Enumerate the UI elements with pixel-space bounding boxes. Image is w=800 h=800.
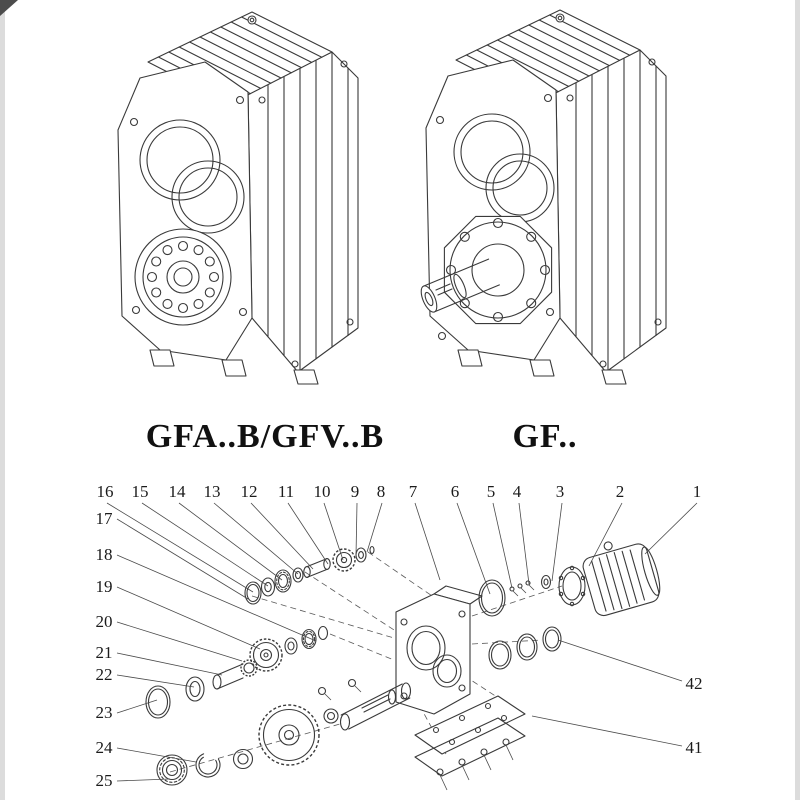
callout-number: 14 <box>169 482 187 501</box>
screw-parts <box>509 580 535 597</box>
motor-part <box>558 541 661 617</box>
callout-number: 41 <box>686 738 703 757</box>
callout-number: 25 <box>96 771 113 790</box>
gearbox-drawing-gfab <box>117 11 359 385</box>
input-gear <box>332 548 356 572</box>
output-shaft <box>339 682 412 731</box>
intermediate-gear <box>249 638 283 672</box>
bore-circle <box>139 119 221 201</box>
callout-number: 42 <box>686 674 703 693</box>
output-shaft <box>420 258 500 313</box>
bore-circle <box>171 160 245 234</box>
callout-number: 9 <box>351 482 360 501</box>
bearing-part <box>274 569 292 593</box>
callout-number: 8 <box>377 482 386 501</box>
output-shaft-parts <box>156 678 412 786</box>
eyebolt-part <box>603 541 613 551</box>
cover-plate-part <box>414 695 526 791</box>
gasket-part <box>414 717 526 777</box>
gearbox-drawing-gf <box>420 9 667 385</box>
circlip-part <box>195 752 221 778</box>
intermediate-shaft-parts <box>145 625 329 719</box>
callout-number: 23 <box>96 703 113 722</box>
alignment-dash-lines <box>169 551 563 773</box>
output-gear <box>258 704 320 766</box>
callout-number: 15 <box>132 482 149 501</box>
exploded-diagram: 16 15 14 13 12 11 10 9 8 7 6 5 4 3 2 1 1… <box>96 482 703 791</box>
callout-number: 7 <box>409 482 418 501</box>
callout-number: 18 <box>96 545 113 564</box>
gearbox-front-face <box>117 61 253 361</box>
callout-number: 22 <box>96 665 113 684</box>
callout-number: 19 <box>96 577 113 596</box>
cover-screw-parts <box>436 738 514 791</box>
input-shaft-parts <box>244 545 375 605</box>
callout-number: 17 <box>96 509 114 528</box>
bolt-parts <box>317 678 362 701</box>
callout-number: 16 <box>97 482 114 501</box>
callout-number: 4 <box>513 482 522 501</box>
callout-numbers: 16 15 14 13 12 11 10 9 8 7 6 5 4 3 2 1 1… <box>96 482 703 790</box>
callout-number: 12 <box>241 482 258 501</box>
seal-ring-parts <box>478 574 562 670</box>
leader-lines <box>106 502 698 782</box>
output-bearing <box>134 228 232 326</box>
gearbox-feet <box>149 349 319 385</box>
housing-part <box>395 585 483 715</box>
bearing-part <box>301 628 317 650</box>
callout-number: 13 <box>204 482 221 501</box>
scan-edge-left <box>0 0 5 800</box>
left-figure-label: GFA..B/GFV..B <box>146 418 384 455</box>
callout-number: 21 <box>96 643 113 662</box>
callout-number: 24 <box>96 738 114 757</box>
gearbox-front-face <box>420 59 561 361</box>
callout-number: 10 <box>314 482 331 501</box>
gearbox-feet <box>457 349 627 385</box>
corner-artifact <box>0 0 18 16</box>
bore-circle <box>453 113 531 191</box>
gearbox-side-ribs <box>247 51 359 373</box>
callout-number: 2 <box>616 482 625 501</box>
gearbox-side-ribs <box>555 49 667 373</box>
output-flange <box>443 215 553 325</box>
callout-number: 20 <box>96 612 113 631</box>
callout-number: 6 <box>451 482 460 501</box>
scan-edge-right <box>795 0 800 800</box>
callout-number: 11 <box>278 482 294 501</box>
right-figure-label: GF.. <box>512 418 577 455</box>
callout-number: 5 <box>487 482 496 501</box>
input-shaft <box>303 558 331 578</box>
callout-number: 1 <box>693 482 702 501</box>
callout-number: 3 <box>556 482 565 501</box>
